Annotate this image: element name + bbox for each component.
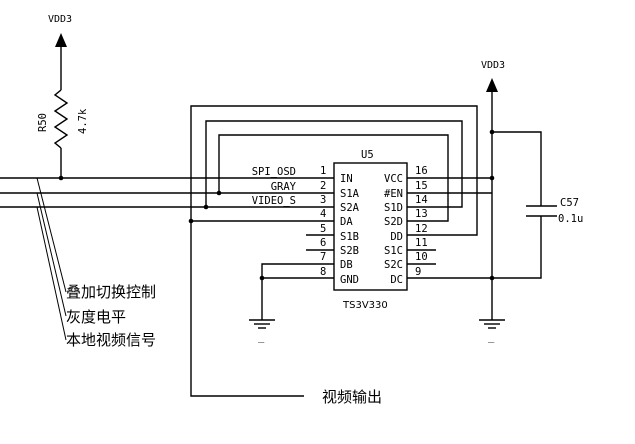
pin-name: S2B xyxy=(340,245,359,257)
wire-s2a-s1d xyxy=(205,120,463,208)
leader-gray-level xyxy=(36,192,67,317)
ground-label: _ xyxy=(488,331,495,343)
pin-number: 2 xyxy=(320,180,326,192)
ic-ref: U5 xyxy=(361,149,374,161)
net-label-gray: GRAY xyxy=(271,181,297,193)
pin-number: 12 xyxy=(415,223,428,235)
ground-left: _ xyxy=(249,319,275,343)
pin-name: S1C xyxy=(384,245,403,257)
annotation-leaders xyxy=(36,177,67,341)
junction xyxy=(203,204,209,210)
vdd-left-supply: VDD3 xyxy=(48,14,72,90)
pin-number: 9 xyxy=(415,266,421,278)
annotation-local-video: 本地视频信号 xyxy=(66,331,156,349)
cap-value: 0.1u xyxy=(558,213,583,225)
pin-name: S1A xyxy=(340,188,360,200)
annotation-video-out: 视频输出 xyxy=(322,388,382,406)
pin-number: 1 xyxy=(320,165,326,177)
pin-name: S2D xyxy=(384,216,403,228)
pin-number: 10 xyxy=(415,251,428,263)
vdd-left-label: VDD3 xyxy=(48,14,72,25)
ic-body xyxy=(333,162,408,291)
pin-number: 11 xyxy=(415,237,428,249)
pin-name: DC xyxy=(390,274,403,286)
wire-s1a-s2d xyxy=(218,134,449,222)
pin-name: GND xyxy=(340,274,359,286)
pin-number: 7 xyxy=(320,251,326,263)
pin-name: DA xyxy=(340,216,353,228)
cap-bottom-wire xyxy=(492,216,542,279)
capacitor-c57: C57 0.1u xyxy=(492,131,583,279)
vdd-left-arrow xyxy=(55,33,67,47)
pin-name: DD xyxy=(390,231,403,243)
pin-name: S2C xyxy=(384,259,403,271)
pin-number: 3 xyxy=(320,194,326,206)
cap-ref: C57 xyxy=(560,197,579,209)
net-label-video-s: VIDEO_S xyxy=(252,195,296,207)
pin-number: 5 xyxy=(320,223,326,235)
resistor-ref: R50 xyxy=(37,113,49,132)
pin-name: #EN xyxy=(384,188,403,200)
ic-u5: U5 TS3V330 IN S1A S2A DA S1B S2B DB GND … xyxy=(252,149,492,320)
resistor-r50: R50 4.7k xyxy=(37,89,89,178)
junction xyxy=(216,190,222,196)
ground-label: _ xyxy=(258,331,265,343)
pin-name: S1D xyxy=(384,202,403,214)
pin-name: S2A xyxy=(340,202,360,214)
wire-da-dd xyxy=(190,105,478,236)
pin-number: 15 xyxy=(415,180,428,192)
net-label-spi-osd: SPI_OSD xyxy=(252,166,296,178)
leader-overlay-switch xyxy=(36,177,67,293)
pin-number: 4 xyxy=(320,208,326,220)
junction xyxy=(489,175,495,181)
junction xyxy=(58,175,64,181)
loop-wires xyxy=(188,105,478,397)
input-nets xyxy=(0,175,334,208)
vdd-right-arrow xyxy=(486,78,498,92)
vdd-right-label: VDD3 xyxy=(481,60,505,71)
pin-number: 14 xyxy=(415,194,428,206)
resistor-value: 4.7k xyxy=(77,108,89,134)
pin-number: 16 xyxy=(415,165,428,177)
resistor-symbol xyxy=(53,89,69,149)
leader-local-video xyxy=(36,206,67,341)
annotation-overlay-switch: 叠加切换控制 xyxy=(66,283,156,301)
pin-name: DB xyxy=(340,259,353,271)
pin-number: 8 xyxy=(320,266,326,278)
video-output-line xyxy=(190,221,304,397)
pin-number: 6 xyxy=(320,237,326,249)
pin-name: IN xyxy=(340,173,353,185)
junction xyxy=(188,218,194,224)
pin-name: S1B xyxy=(340,231,359,243)
annotation-gray-level: 灰度电平 xyxy=(66,308,126,326)
ic-part: TS3V330 xyxy=(342,300,388,311)
vdd-right-supply: VDD3 xyxy=(481,60,505,320)
wire-db-gnd xyxy=(261,263,334,320)
cap-top-wire xyxy=(492,131,542,206)
pin-name: VCC xyxy=(384,173,403,185)
pin-number: 13 xyxy=(415,208,428,220)
ground-right: _ xyxy=(479,319,505,343)
